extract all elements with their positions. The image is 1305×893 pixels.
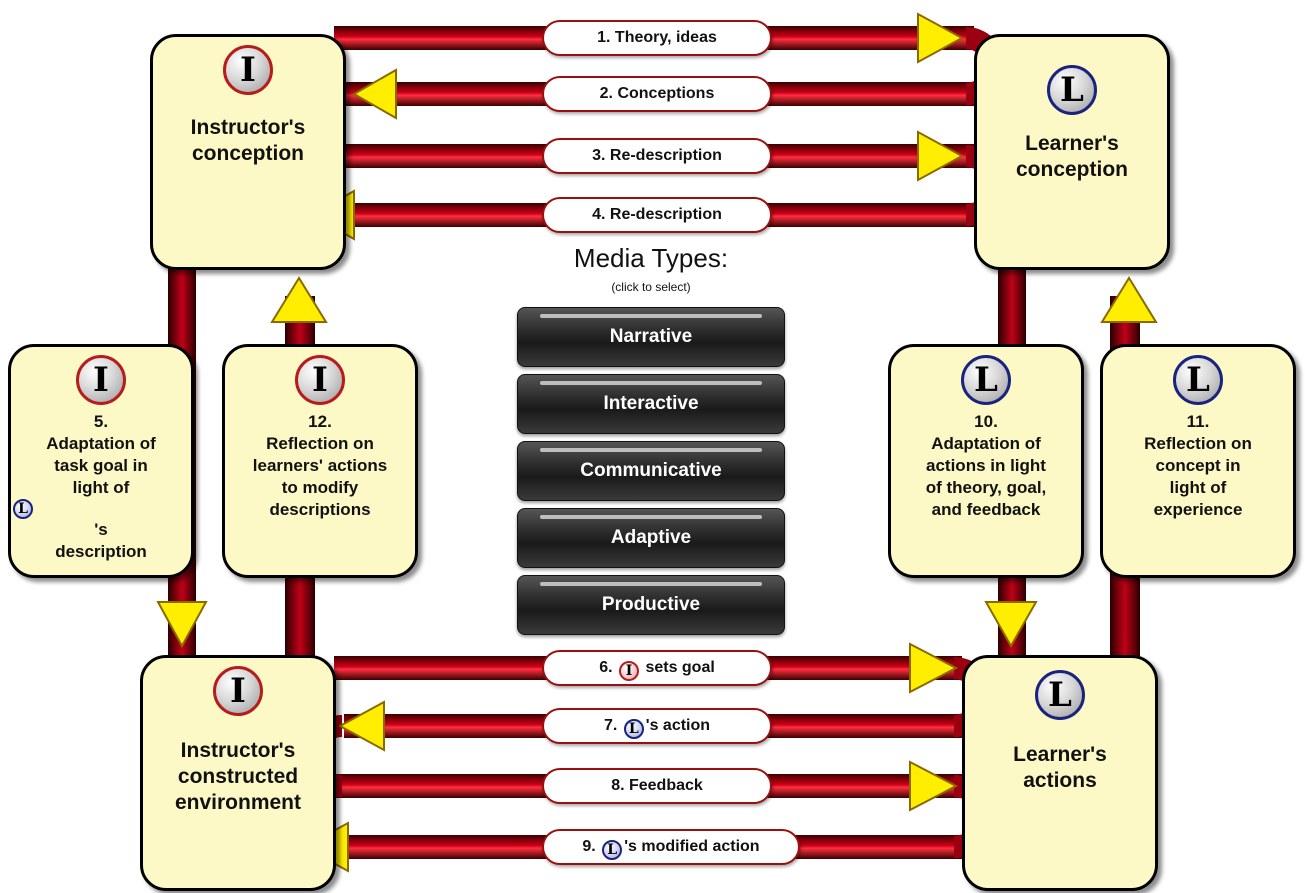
- step-label-line: experience: [1153, 500, 1243, 519]
- step10-box: L 10. Adaptation of actions in light of …: [888, 344, 1084, 578]
- node-label-line: Instructor's: [180, 739, 296, 762]
- step-label-line: learners' actions: [252, 456, 388, 475]
- step11-box: L 11. Reflection on concept in light of …: [1100, 344, 1296, 578]
- step-label-line: Adaptation of: [931, 434, 1041, 453]
- node-label-line: environment: [174, 791, 302, 814]
- node-label-line: conception: [1015, 158, 1128, 181]
- media-productive-button[interactable]: Productive: [517, 575, 785, 635]
- learner-actions-box: L Learner's actions: [962, 655, 1158, 891]
- instructor-mini-icon: I: [618, 661, 639, 681]
- flow-label-fragment: 's modified action: [624, 838, 760, 855]
- flow-label-8: 8. Feedback: [542, 768, 772, 804]
- step-label-line: of theory, goal,: [925, 478, 1047, 497]
- flow-label-fragment: 7.: [603, 717, 618, 734]
- arrowhead-8: [909, 760, 959, 812]
- step12-box: I 12. Reflection on learners' actions to…: [222, 344, 418, 578]
- flow-label-3: 3. Re-description: [542, 138, 772, 174]
- step-number: 5.: [93, 412, 109, 431]
- flow-label-2: 2. Conceptions: [542, 76, 772, 112]
- step-label-line: descriptions: [269, 500, 371, 519]
- learner-mini-icon: L: [13, 499, 33, 519]
- flow-label-fragment: sets goal: [645, 659, 715, 676]
- step-label-line: concept in: [1155, 456, 1241, 475]
- node-label-line: Learner's: [1025, 132, 1119, 155]
- flow-label-fragment: 9.: [582, 838, 596, 855]
- media-interactive-button[interactable]: Interactive: [517, 374, 785, 434]
- instructor-conception-box: I Instructor's conception: [150, 34, 346, 270]
- learner-badge-icon: L: [1035, 670, 1085, 720]
- step-number: 10.: [974, 412, 998, 431]
- step-label-line: Reflection on: [1144, 434, 1252, 453]
- instructor-badge-icon: I: [213, 666, 263, 716]
- step-number: 12.: [308, 412, 332, 431]
- flow-label-6: 6. I sets goal: [542, 650, 772, 686]
- instructor-badge-icon: I: [223, 45, 273, 95]
- arrowhead-6: [909, 642, 959, 694]
- flow-label-fragment: 's action: [645, 717, 711, 734]
- learner-badge-icon: L: [1047, 65, 1097, 115]
- arrowhead-3: [917, 130, 965, 182]
- flow-label-fragment: 6.: [599, 659, 613, 676]
- learner-badge-icon: L: [961, 355, 1011, 405]
- arrowhead-11: [1100, 276, 1158, 323]
- step-label-line: light of: [1169, 478, 1227, 497]
- node-label-line: conception: [191, 142, 304, 165]
- step-label-line: to modify: [281, 478, 359, 497]
- step-label-line: and feedback: [931, 500, 1041, 519]
- flow-label-1: 1. Theory, ideas: [542, 20, 772, 56]
- instructor-badge-icon: I: [295, 355, 345, 405]
- step-number: 11.: [1186, 412, 1210, 431]
- arrowhead-7: [337, 700, 385, 752]
- learner-badge-icon: L: [1173, 355, 1223, 405]
- step-label-line: Adaptation of: [46, 434, 156, 453]
- arrowhead-1: [917, 12, 965, 64]
- media-adaptive-button[interactable]: Adaptive: [517, 508, 785, 568]
- media-types-title: Media Types:: [573, 243, 729, 273]
- node-label-line: constructed: [177, 765, 299, 788]
- media-types-subtitle: (click to select): [611, 280, 691, 294]
- step-label-line: light of L 's: [11, 477, 191, 541]
- step-label-fragment: 's: [94, 520, 108, 539]
- node-label-line: Instructor's: [190, 116, 306, 139]
- node-label-line: Learner's: [1013, 743, 1107, 766]
- step-label-fragment: light of: [72, 478, 130, 497]
- step5-box: I 5. Adaptation of task goal in light of…: [8, 344, 194, 578]
- arrowhead-5: [156, 601, 208, 649]
- instructor-environment-box: I Instructor's constructed environment: [140, 655, 336, 891]
- step-label-line: actions in light: [926, 456, 1046, 475]
- arrowhead-12: [270, 276, 328, 323]
- flow-label-4: 4. Re-description: [542, 197, 772, 233]
- media-communicative-button[interactable]: Communicative: [517, 441, 785, 501]
- arrowhead-10: [984, 601, 1038, 649]
- step-label-line: Reflection on: [266, 434, 374, 453]
- media-narrative-button[interactable]: Narrative: [517, 307, 785, 367]
- learner-mini-icon: L: [623, 719, 644, 739]
- flow-label-7: 7. L's action: [542, 708, 772, 744]
- instructor-badge-icon: I: [76, 355, 126, 405]
- learner-mini-icon: L: [602, 840, 623, 860]
- node-label-line: actions: [1023, 769, 1097, 792]
- learner-conception-box: L Learner's conception: [974, 34, 1170, 270]
- arrowhead-2: [351, 68, 397, 120]
- step-label-line: description: [55, 542, 147, 561]
- step-label-line: task goal in: [54, 456, 148, 475]
- flow-label-9: 9. L's modified action: [542, 829, 800, 865]
